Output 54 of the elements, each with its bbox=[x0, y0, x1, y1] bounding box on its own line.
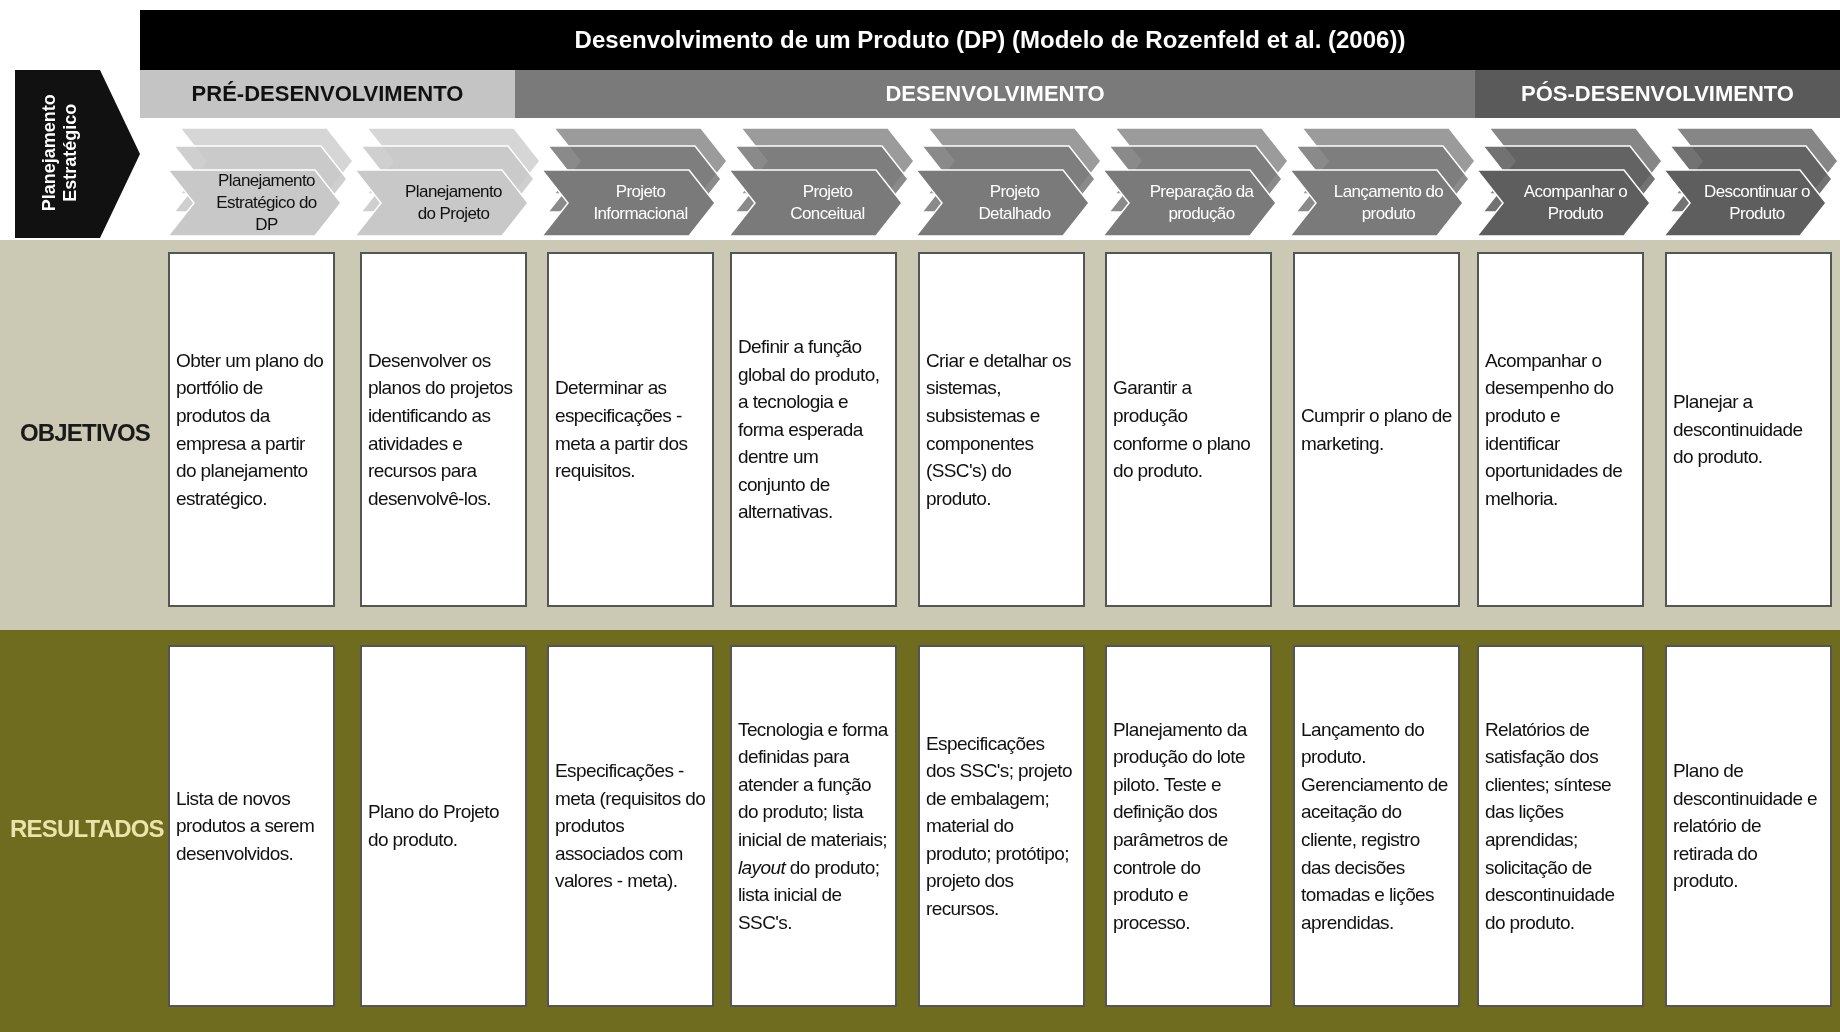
phase-label: Descontinuar o Produto bbox=[1704, 180, 1810, 225]
text-card bbox=[730, 645, 897, 1007]
card-text: Determinar as especificações - meta a partir dos requisitos. bbox=[555, 376, 689, 484]
card-text: Criar e detalhar os sistemas, subsistemas e componentes (SSC's) do produto. bbox=[926, 348, 1072, 511]
card-text: Tecnologia e forma definidas para atender a função do produto; lista inicial de materiais; layout do produto; lista inicial de SSC's. bbox=[738, 717, 889, 935]
card-text: Relatórios de satisfação dos clientes; síntese das lições aprendidas; solicitação de descontinuidade do produto. bbox=[1485, 717, 1616, 935]
phase-label: Lançamento do produto bbox=[1332, 180, 1445, 225]
phase-band: DESENVOLVIMENTO bbox=[515, 70, 1475, 118]
phase-label: Planejamento do Projeto bbox=[404, 180, 503, 225]
title-bar: Desenvolvimento de um Produto (DP) (Modelo de Rozenfeld et al. (2006)) bbox=[140, 10, 1840, 70]
card-text: Planejamento da produção do lote piloto. Teste e definição dos parâmetros de controle do produto e processo. bbox=[1113, 717, 1249, 935]
text-card bbox=[360, 252, 527, 607]
card-text: Garantir a produção conforme o plano do produto. bbox=[1113, 376, 1252, 484]
text-card bbox=[918, 645, 1085, 1007]
phase-label: Projeto Informacional bbox=[592, 180, 689, 225]
phase-band: PÓS-DESENVOLVIMENTO bbox=[1475, 70, 1840, 118]
row-band bbox=[0, 240, 1840, 630]
card-text: Lançamento do produto. Gerenciamento de aceitação do cliente, registro das decisões tomadas e lições aprendidas. bbox=[1301, 717, 1449, 935]
text-card bbox=[1665, 252, 1832, 607]
text-card bbox=[1665, 645, 1832, 1007]
text-card bbox=[1293, 645, 1460, 1007]
text-card bbox=[1105, 252, 1272, 607]
card-text: Lista de novos produtos a serem desenvolvidos. bbox=[176, 786, 316, 866]
card-text: Cumprir o plano de marketing. bbox=[1301, 403, 1452, 456]
text-card bbox=[1105, 645, 1272, 1007]
card-text: Acompanhar o desempenho do produto e identificar oportunidades de melhoria. bbox=[1485, 348, 1624, 511]
text-card bbox=[168, 252, 335, 607]
phase-label: Acompanhar o Produto bbox=[1522, 180, 1629, 225]
text-card bbox=[1477, 645, 1644, 1007]
card-text: Definir a função global do produto, a tecnologia e forma esperada dentre um conjunto de alternativas. bbox=[738, 335, 881, 525]
card-text: Especificações - meta (requisitos do produtos associados com valores - meta). bbox=[555, 759, 706, 894]
arrow-shape bbox=[15, 70, 140, 238]
row-heading: OBJETIVOS bbox=[18, 419, 152, 447]
phase-label: Projeto Conceitual bbox=[789, 180, 866, 225]
text-card bbox=[918, 252, 1085, 607]
phase-band: PRÉ-DESENVOLVIMENTO bbox=[140, 70, 515, 118]
phase-label: Preparação da produção bbox=[1148, 180, 1255, 225]
phase-label: Projeto Detalhado bbox=[977, 180, 1052, 225]
text-card bbox=[730, 252, 897, 607]
text-card bbox=[1293, 252, 1460, 607]
vertical-label: Planejamento Estratégico bbox=[39, 93, 81, 214]
card-text: Planejar a descontinuidade do produto. bbox=[1673, 390, 1804, 470]
card-text: Especificações dos SSC's; projeto de embalagem; material do produto; protótipo; projeto dos recursos. bbox=[926, 731, 1073, 921]
card-text: Obter um plano do portfólio de produtos da empresa a partir do planejamento estratégico. bbox=[176, 348, 325, 511]
text-card bbox=[360, 645, 527, 1007]
row-band bbox=[0, 630, 1840, 1032]
text-card bbox=[168, 645, 335, 1007]
card-text: Plano do Projeto do produto. bbox=[368, 800, 500, 852]
text-card bbox=[547, 645, 714, 1007]
text-card bbox=[547, 252, 714, 607]
text-card bbox=[1477, 252, 1644, 607]
card-text: Desenvolver os planos do projetos identificando as atividades e recursos para desenvolvê-los. bbox=[368, 348, 514, 511]
phase-label: Planejamento Estratégico do DP bbox=[215, 172, 318, 234]
card-text: Plano de descontinuidade e relatório de retirada do produto. bbox=[1673, 759, 1819, 894]
